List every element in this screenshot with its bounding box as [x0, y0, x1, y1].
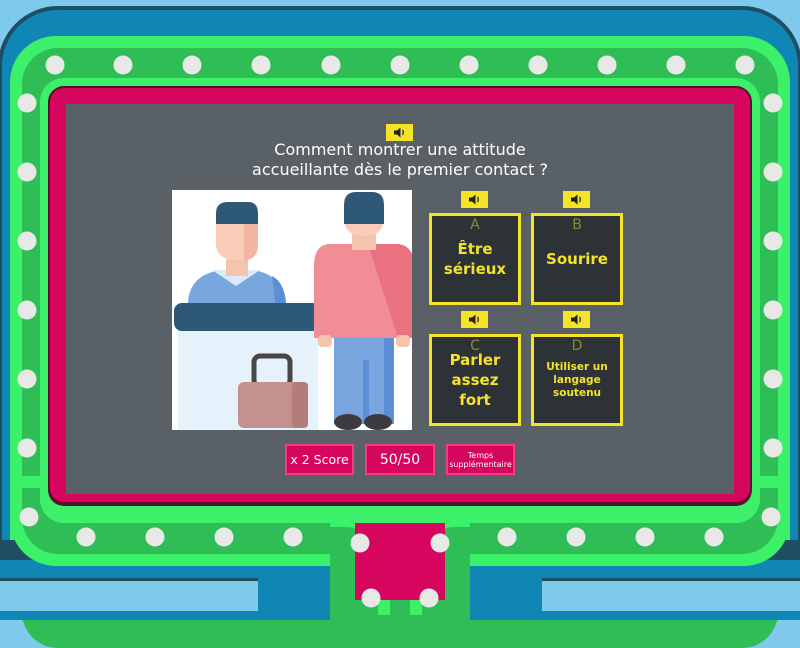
speaker-icon — [570, 194, 581, 205]
light-dot — [704, 527, 724, 547]
answer-c-speaker-button[interactable] — [461, 311, 488, 328]
answer-c-button[interactable]: C Parler assez fort — [429, 334, 521, 426]
light-dot — [145, 527, 165, 547]
light-dot — [76, 527, 96, 547]
fifty-fifty-label: 50/50 — [379, 451, 421, 468]
light-dot — [321, 55, 341, 75]
answer-text: Parler assez fort — [449, 351, 501, 409]
light-dot — [735, 55, 755, 75]
speaker-icon — [570, 314, 581, 325]
light-dot — [361, 588, 381, 608]
light-dot — [390, 55, 410, 75]
question-text: Comment montrer une attitude accueillant… — [200, 140, 600, 180]
light-dot — [763, 438, 783, 458]
light-dot — [666, 55, 686, 75]
light-dot — [763, 93, 783, 113]
answer-a-button[interactable]: A Être sérieux — [429, 213, 521, 305]
answer-letter: C — [470, 338, 480, 354]
extra-time-label: Temps supplémentaire — [449, 450, 512, 469]
question-speaker-button[interactable] — [386, 124, 413, 141]
frame-bottom-left-sky — [0, 578, 258, 611]
answer-text: Être sérieux — [443, 240, 507, 278]
light-dot — [45, 55, 65, 75]
light-dot — [17, 162, 37, 182]
answer-b-speaker-button[interactable] — [563, 191, 590, 208]
light-dot — [350, 533, 370, 553]
light-dot — [528, 55, 548, 75]
light-dot — [761, 507, 781, 527]
light-dot — [419, 588, 439, 608]
speaker-icon — [468, 314, 479, 325]
light-dot — [459, 55, 479, 75]
light-dot — [214, 527, 234, 547]
light-dot — [182, 55, 202, 75]
reception-illustration — [172, 190, 412, 430]
double-score-button[interactable]: x 2 Score — [285, 444, 354, 475]
light-dot — [763, 231, 783, 251]
double-score-label: x 2 Score — [290, 452, 349, 467]
light-dot — [566, 527, 586, 547]
answer-letter: B — [572, 217, 582, 233]
light-dot — [17, 438, 37, 458]
speaker-icon — [468, 194, 479, 205]
light-dot — [17, 231, 37, 251]
answer-a-speaker-button[interactable] — [461, 191, 488, 208]
light-dot — [251, 55, 271, 75]
answer-d-button[interactable]: D Utiliser un langage soutenu — [531, 334, 623, 426]
light-dot — [283, 527, 303, 547]
light-dot — [430, 533, 450, 553]
fifty-fifty-button[interactable]: 50/50 — [365, 444, 435, 475]
answer-letter: D — [571, 338, 583, 354]
light-dot — [19, 507, 39, 527]
light-dot — [597, 55, 617, 75]
light-dot — [497, 527, 517, 547]
question-line-1: Comment montrer une attitude — [274, 140, 526, 159]
answer-letter: A — [470, 217, 480, 233]
light-dot — [635, 527, 655, 547]
frame-bottom-right-sky — [542, 578, 800, 611]
extra-time-button[interactable]: Temps supplémentaire — [446, 444, 515, 475]
answer-b-button[interactable]: B Sourire — [531, 213, 623, 305]
light-dot — [763, 162, 783, 182]
light-dot — [763, 369, 783, 389]
answer-d-speaker-button[interactable] — [563, 311, 590, 328]
light-dot — [113, 55, 133, 75]
question-image — [172, 190, 412, 430]
answer-text: Utiliser un langage soutenu — [546, 360, 608, 399]
light-dot — [17, 93, 37, 113]
speaker-icon — [393, 127, 404, 138]
light-dot — [17, 369, 37, 389]
answer-text: Sourire — [546, 250, 608, 268]
question-line-2: accueillante dès le premier contact ? — [252, 160, 548, 179]
light-dot — [763, 300, 783, 320]
light-dot — [17, 300, 37, 320]
